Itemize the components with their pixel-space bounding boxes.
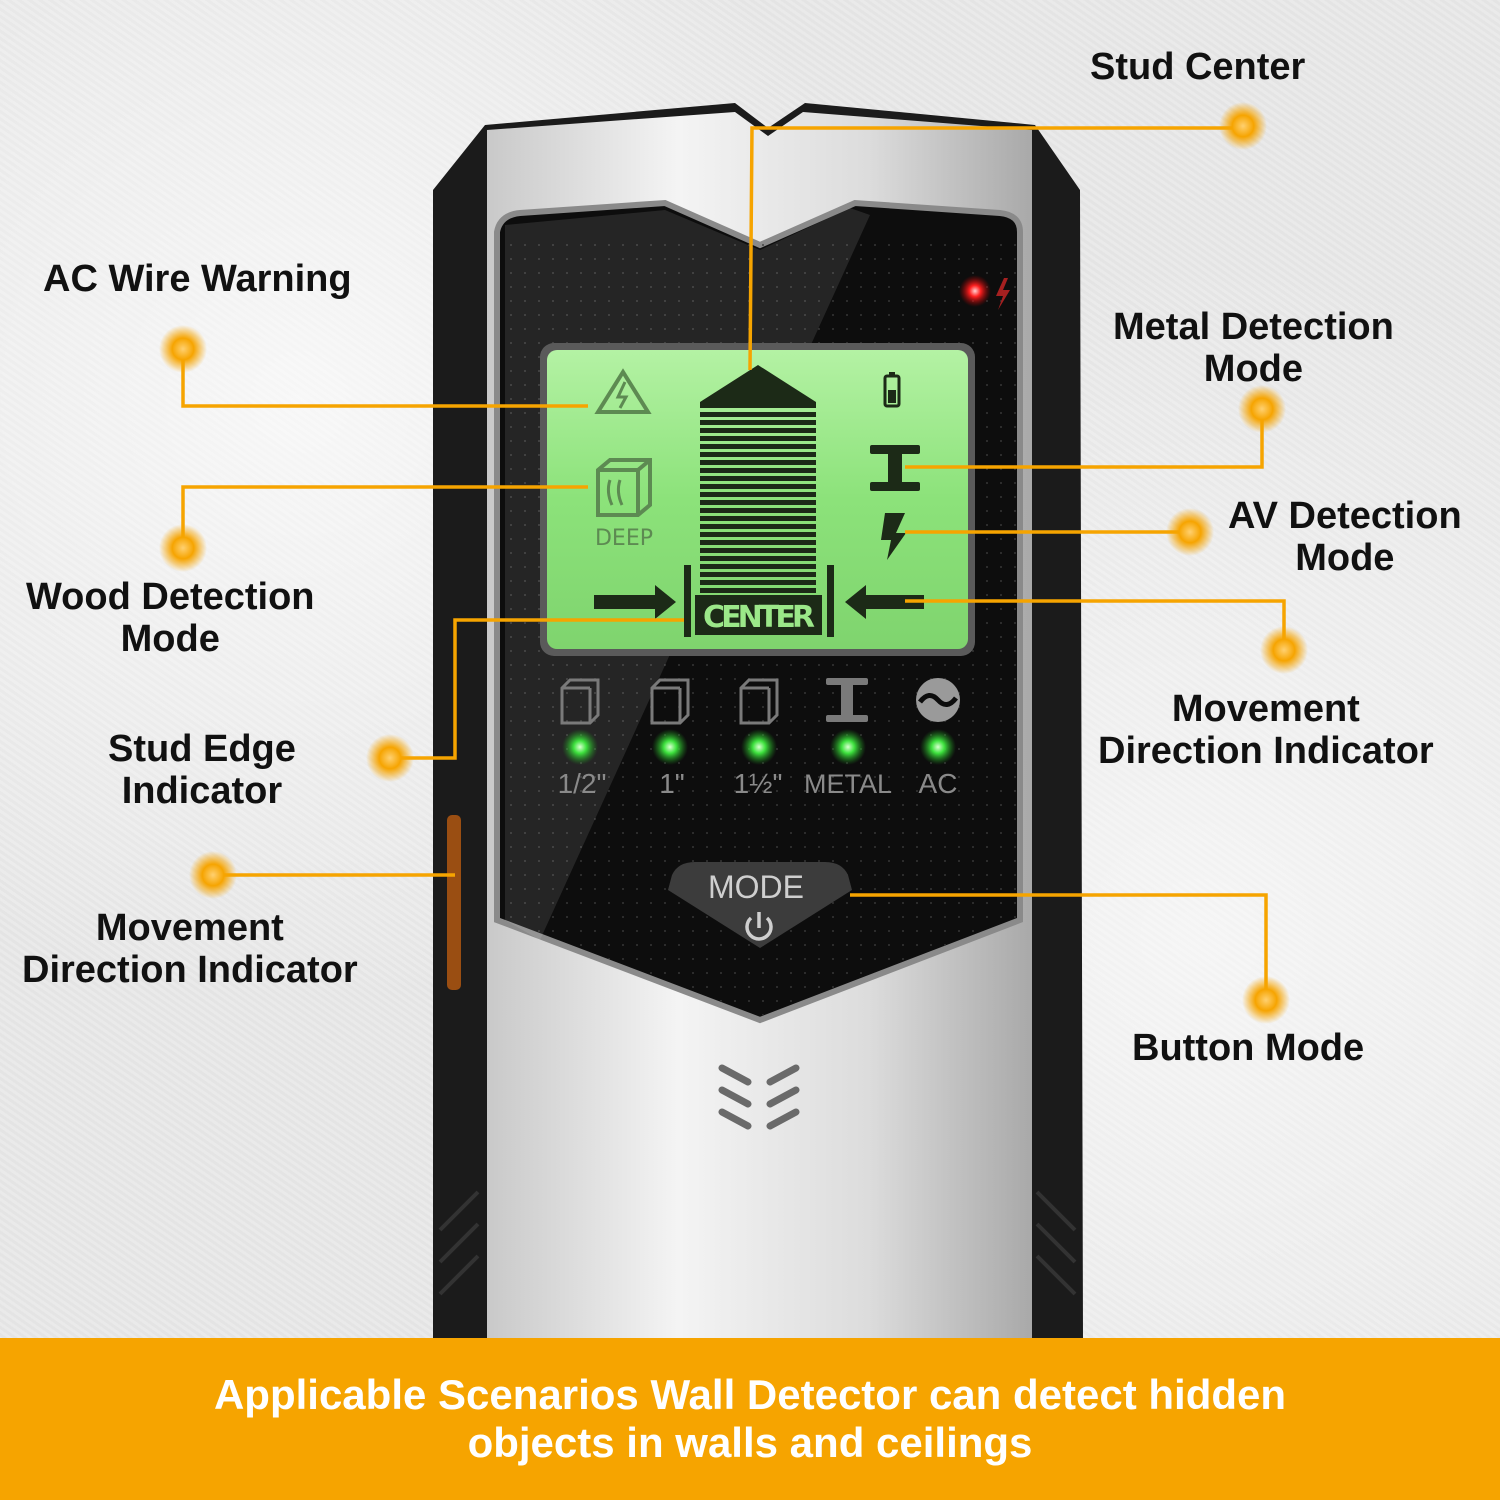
lcd-screen xyxy=(547,350,968,649)
stud-bar-graph xyxy=(700,365,816,593)
stud-bar-segment xyxy=(700,500,816,505)
bottom-banner: Applicable Scenarios Wall Detector can d… xyxy=(0,1338,1500,1500)
stud-bar-segment xyxy=(700,484,816,489)
wood-one-inch-icon xyxy=(650,678,690,725)
power-icon xyxy=(745,912,773,941)
stud-bar-segment xyxy=(700,468,816,473)
label-metal-detection: Metal Detection Mode xyxy=(1113,306,1394,390)
dot-movement-left xyxy=(189,851,237,899)
label-stud-center: Stud Center xyxy=(1090,46,1306,88)
dot-movement-right xyxy=(1260,626,1308,674)
stud-bar-segment xyxy=(700,564,816,569)
stud-bar-segment xyxy=(700,460,816,465)
wood-one-half-inch-icon xyxy=(739,678,779,725)
label-movement-left: Movement Direction Indicator xyxy=(22,907,358,991)
stud-bar-segment xyxy=(700,532,816,537)
side-grip-left xyxy=(438,1190,480,1296)
stud-bar-segment xyxy=(700,556,816,561)
dot-stud-center xyxy=(1219,102,1267,150)
lcd-deep-label: DEEP xyxy=(595,526,653,551)
indicator-label-half-inch: 1/2" xyxy=(558,768,607,799)
dot-wood xyxy=(159,524,207,572)
label-wood-detection: Wood Detection Mode xyxy=(26,576,315,660)
led-ac xyxy=(920,729,956,765)
lcd-center-label: CENTER xyxy=(703,600,815,635)
stud-bar-segment xyxy=(700,508,816,513)
stud-bar-segment xyxy=(700,476,816,481)
stud-bar-segment xyxy=(700,428,816,433)
battery-icon xyxy=(883,372,901,408)
dot-stud-edge xyxy=(366,734,414,782)
chevron-marks xyxy=(718,1064,800,1130)
stud-bar-segment xyxy=(700,572,816,577)
stud-bar-segment xyxy=(700,580,816,585)
wood-half-inch-icon xyxy=(560,678,600,725)
indicator-label-metal: METAL xyxy=(804,769,892,799)
stud-finder-diagram: DEEP CENTER xyxy=(159,102,1308,1340)
left-arrow-icon xyxy=(845,585,924,619)
stud-bar-segment xyxy=(700,444,816,449)
banner-line-2: objects in walls and ceilings xyxy=(467,1419,1033,1466)
lightning-icon xyxy=(996,278,1010,310)
metal-indicator-icon xyxy=(826,678,868,722)
stud-bar-segment xyxy=(700,548,816,553)
dot-ac-wire xyxy=(159,325,207,373)
banner-line-1: Applicable Scenarios Wall Detector can d… xyxy=(213,1371,1287,1418)
indicator-label-one-half-inch: 1½" xyxy=(734,768,783,799)
stud-bar-segment xyxy=(700,524,816,529)
wood-detection-icon xyxy=(596,458,652,517)
av-lightning-icon xyxy=(881,513,906,560)
led-half-inch xyxy=(562,729,598,765)
right-arrow-icon xyxy=(594,585,676,619)
side-grip-right xyxy=(1035,1190,1077,1296)
ac-wave-icon xyxy=(916,678,960,722)
label-button-mode: Button Mode xyxy=(1132,1027,1365,1069)
stud-bar-segment xyxy=(700,516,816,521)
ac-warning-icon xyxy=(594,368,652,414)
stud-bar-segment xyxy=(700,540,816,545)
led-one-inch xyxy=(652,729,688,765)
dot-button-mode xyxy=(1242,976,1290,1024)
indicator-label-ac: AC xyxy=(919,768,958,799)
dot-av xyxy=(1166,508,1214,556)
led-metal xyxy=(830,729,866,765)
stud-edge-left xyxy=(684,565,691,637)
mode-button-label: MODE xyxy=(708,869,804,905)
side-button[interactable] xyxy=(447,815,461,990)
label-av-detection: AV Detection Mode xyxy=(1228,495,1462,579)
stud-bar-segment xyxy=(700,492,816,497)
mode-button[interactable] xyxy=(668,862,852,948)
stud-bar-segment xyxy=(700,412,816,417)
metal-ibeam-icon xyxy=(870,445,920,491)
ac-warning-led xyxy=(959,275,991,307)
stud-bar-segment xyxy=(700,420,816,425)
label-stud-edge: Stud Edge Indicator xyxy=(108,728,296,812)
indicator-label-one-inch: 1" xyxy=(659,768,685,799)
callout-dots xyxy=(159,102,1308,1024)
stud-bar-segment xyxy=(700,588,816,593)
stud-bar-segment xyxy=(700,452,816,457)
stud-bar-segment xyxy=(700,436,816,441)
dot-metal xyxy=(1238,385,1286,433)
led-one-half-inch xyxy=(741,729,777,765)
label-movement-right: Movement Direction Indicator xyxy=(1098,688,1434,772)
stud-edge-right xyxy=(827,565,834,637)
label-ac-wire-warning: AC Wire Warning xyxy=(43,258,352,300)
